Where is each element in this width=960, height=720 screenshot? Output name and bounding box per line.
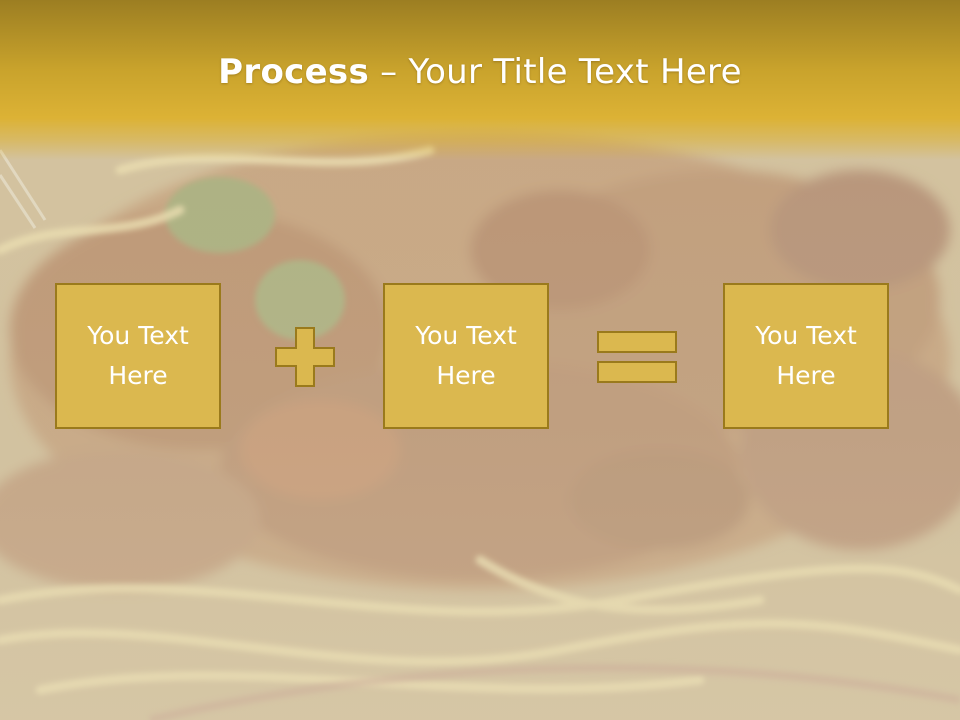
text-box-1-label: You Text Here	[87, 321, 189, 390]
title-rest: – Your Title Text Here	[369, 52, 742, 92]
text-box-2[interactable]: You Text Here	[383, 283, 549, 429]
plus-icon	[275, 327, 335, 387]
text-box-3[interactable]: You Text Here	[723, 283, 889, 429]
text-box-1[interactable]: You Text Here	[55, 283, 221, 429]
slide-title: Process – Your Title Text Here	[0, 52, 960, 92]
text-box-2-label: You Text Here	[415, 321, 517, 390]
title-bold-part: Process	[218, 52, 370, 92]
title-band	[0, 0, 960, 160]
text-box-3-label: You Text Here	[755, 321, 857, 390]
equals-icon	[597, 331, 677, 383]
